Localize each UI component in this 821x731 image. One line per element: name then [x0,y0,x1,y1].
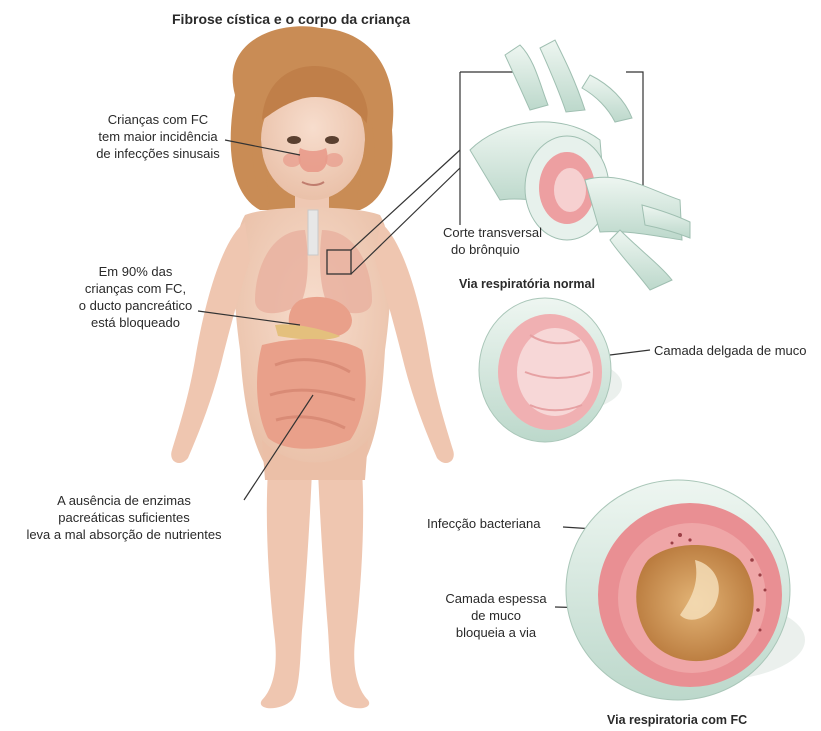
pancreas-label-line-2: crianças com FC, [68,280,203,297]
thick-mucus-label: Camada espessa de muco bloqueia a via [436,590,556,641]
sinus-label: Crianças com FC tem maior incidência de … [88,111,228,162]
sinus-label-line-3: de infecções sinusais [88,145,228,162]
thick-mucus-label-line-3: bloqueia a via [436,624,556,641]
cf-airway-title: Via respiratoria com FC [607,712,747,729]
normal-airway [479,298,622,442]
normal-airway-title: Via respiratória normal [459,276,595,293]
sinus-label-line-1: Crianças com FC [88,111,228,128]
left-leg [261,470,312,708]
cf-airway [566,480,805,700]
enzymes-label-line-2: pacreáticas suficientes [14,509,234,526]
thick-mucus-label-line-2: de muco [436,607,556,624]
pancreas-label-line-4: está bloqueado [68,314,203,331]
enzymes-label-line-3: leva a mal absorção de nutrientes [14,526,234,543]
right-arm [375,222,454,463]
pancreas-label-line-1: Em 90% das [68,263,203,280]
sinus-area [298,148,327,172]
left-arm [171,222,250,463]
thick-mucus-label-line-1: Camada espessa [436,590,556,607]
section-label-line-2: do brônquio [443,241,573,258]
pancreas-label: Em 90% das crianças com FC, o ducto panc… [68,263,203,331]
section-label: Corte transversal do brônquio [443,224,573,258]
thin-mucus-label: Camada delgada de muco [654,342,807,359]
section-label-line-1: Corte transversal [443,224,573,241]
enzymes-label-line-1: A ausência de enzimas [14,492,234,509]
sinus-label-line-2: tem maior incidência [88,128,228,145]
enzymes-label: A ausência de enzimas pacreáticas sufici… [14,492,234,543]
trachea [308,210,318,255]
bacterial-infection-label: Infecção bacteriana [427,515,540,532]
right-leg [318,470,369,708]
pancreas-label-line-3: o ducto pancreático [68,297,203,314]
